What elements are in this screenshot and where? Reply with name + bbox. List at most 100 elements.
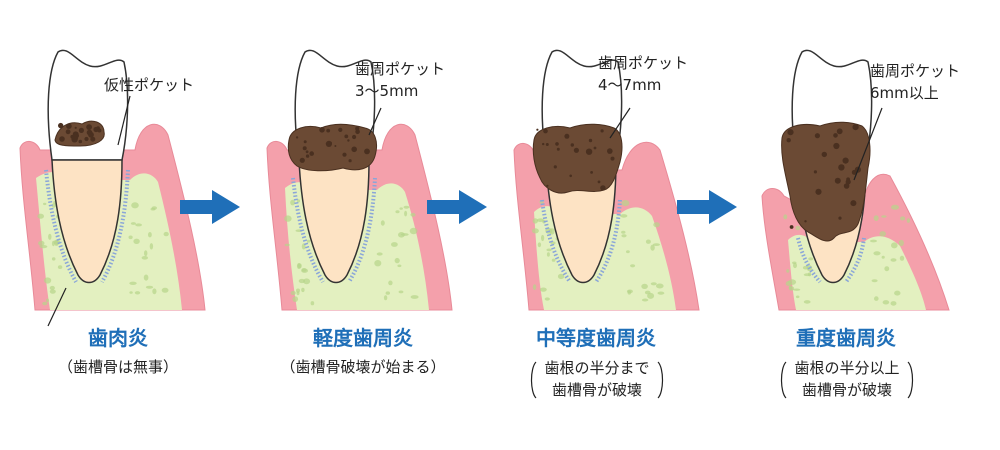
tartar-speck — [607, 148, 613, 154]
tartar-speck — [76, 134, 79, 137]
tartar-speck — [342, 153, 346, 157]
tartar-speck — [536, 129, 538, 131]
bone-spot — [882, 256, 885, 259]
bone-spot — [129, 236, 133, 240]
bone-spot — [292, 296, 298, 302]
bone-spot — [381, 220, 385, 225]
tartar-speck — [306, 154, 309, 157]
bone-spot — [804, 300, 811, 304]
pocket-label-line-1: 歯周ポケット — [870, 62, 960, 80]
stage-title: 軽度歯周炎 — [313, 326, 413, 350]
stage-description: （歯槽骨破壊が始まる） — [280, 358, 445, 376]
bone-spot — [900, 216, 905, 220]
bone-spot — [783, 214, 787, 219]
tartar-speck — [598, 181, 601, 184]
bone-spot — [894, 291, 900, 296]
bone-spot — [395, 258, 400, 263]
bone-spot — [148, 232, 152, 237]
bone-spot — [891, 205, 899, 210]
tartar-speck — [843, 158, 849, 164]
bone-spot — [43, 203, 46, 205]
tartar-speck — [790, 225, 794, 229]
bone-spot — [552, 259, 556, 262]
bone-spot — [874, 296, 879, 301]
bone-spot — [398, 232, 405, 238]
bone-spot — [299, 279, 305, 283]
bone-spot — [538, 242, 541, 247]
pocket-label-line-2: 3～5mm — [355, 82, 418, 100]
bone-spot — [404, 211, 407, 217]
bone-spot — [545, 297, 550, 300]
bone-spot — [872, 279, 878, 282]
tartar-speck — [571, 143, 574, 146]
right-bracket — [908, 362, 913, 398]
tartar-speck — [833, 143, 839, 149]
stage-description-line-2: 歯槽骨が破壊 — [802, 381, 892, 399]
bone-spot — [395, 210, 399, 213]
bone-spot — [46, 299, 49, 303]
bone-spot — [899, 240, 904, 246]
bone-spot — [400, 207, 403, 209]
bone-spot — [377, 252, 383, 255]
bone-spot — [164, 232, 169, 236]
bone-spot — [891, 258, 897, 261]
tartar-speck — [835, 178, 841, 184]
bone-spot — [653, 222, 660, 227]
bone-spot — [297, 263, 301, 269]
tartar-speck — [59, 136, 65, 142]
bone-spot — [410, 213, 415, 217]
tartar-speck — [304, 140, 307, 143]
tartar-speck — [557, 148, 560, 151]
bone-spot — [873, 251, 880, 255]
stage-4: 歯周ポケット 6mm以上 — [762, 50, 960, 310]
bone-spot — [131, 202, 139, 208]
tartar-speck — [815, 133, 820, 138]
tartar-speck — [75, 127, 77, 129]
bone-spot — [626, 250, 630, 253]
bone-spot — [284, 215, 291, 221]
tartar-speck — [98, 129, 101, 132]
tartar-speck — [347, 139, 349, 141]
stage-3: 歯周ポケット 4～7mm — [514, 50, 699, 310]
tartar-speck — [612, 157, 614, 159]
bone-spot — [384, 295, 387, 300]
tartar-speck — [822, 152, 827, 157]
bone-spot — [52, 257, 56, 260]
bone-spot — [642, 299, 648, 302]
tartar-speck — [84, 137, 88, 141]
bone-spot — [622, 200, 630, 206]
tartar-speck — [303, 146, 307, 150]
tartar-speck — [300, 158, 305, 163]
pocket-label-line-1: 歯周ポケット — [598, 54, 688, 72]
bone-spot — [131, 222, 136, 225]
bone-spot — [129, 282, 136, 285]
bone-spot — [410, 228, 418, 234]
stage-description-line-1: 歯根の半分以上 — [794, 359, 899, 377]
tartar-speck — [594, 147, 597, 150]
bone-spot — [38, 241, 44, 246]
tartar-speck — [601, 129, 604, 132]
tartar-speck — [815, 189, 821, 195]
tartar-speck — [837, 128, 843, 134]
bone-spot — [620, 214, 627, 218]
bone-spot — [881, 215, 886, 217]
stage-4-caption: 重度歯周炎 歯根の半分以上 歯槽骨が破壊 — [782, 326, 913, 399]
tartar-speck — [546, 185, 548, 187]
bone-spot — [307, 240, 310, 243]
tartar-speck — [355, 127, 359, 131]
stage-1: 仮性ポケット — [20, 50, 205, 326]
bone-spot — [879, 231, 886, 236]
bone-spot — [627, 290, 633, 294]
tartar-speck — [309, 151, 314, 156]
bone-spot — [533, 284, 536, 290]
bone-spot — [793, 289, 800, 291]
bone-spot — [37, 214, 44, 219]
bone-spot — [48, 234, 51, 240]
bone-spot — [900, 256, 904, 261]
tartar-speck — [850, 200, 856, 206]
tartar-speck — [590, 171, 593, 174]
stage-3-caption: 中等度歯周炎 歯根の半分まで 歯槽骨が破壊 — [532, 326, 663, 399]
bone-spot — [162, 288, 169, 293]
pocket-label: 仮性ポケット — [104, 76, 194, 94]
